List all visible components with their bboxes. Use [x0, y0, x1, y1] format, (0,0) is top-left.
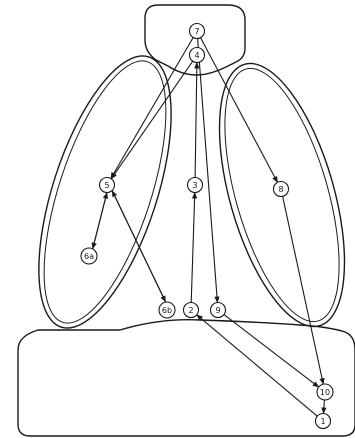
edge-8-to-10	[283, 196, 324, 384]
node-10: 10	[317, 384, 333, 400]
node-2: 2	[184, 303, 199, 318]
node-1: 1	[316, 414, 331, 429]
edge-2-to-3	[191, 193, 195, 303]
node-6b: 6b	[159, 302, 175, 318]
edge-6a-to-5	[93, 193, 107, 249]
node-label: 7	[194, 27, 199, 36]
edge-7-to-8	[201, 38, 278, 183]
node-label: 5	[104, 181, 109, 190]
node-4: 4	[190, 48, 205, 63]
edge-10-to-1	[324, 400, 325, 414]
lower-region-outline	[18, 320, 355, 436]
node-label: 6a	[84, 252, 94, 261]
edge-3-to-4	[195, 63, 197, 178]
node-label: 10	[320, 388, 330, 397]
node-6a: 6a	[81, 248, 97, 264]
node-8: 8	[274, 182, 289, 197]
node-5: 5	[100, 178, 115, 193]
node-label: 1	[320, 417, 325, 426]
node-7: 7	[190, 24, 205, 39]
edges-layer	[93, 38, 325, 417]
node-label: 8	[278, 185, 283, 194]
node-label: 2	[188, 306, 193, 315]
node-9: 9	[211, 303, 226, 318]
edge-4-to-5	[111, 61, 192, 179]
node-label: 3	[192, 181, 197, 190]
node-label: 9	[215, 306, 220, 315]
node-label: 4	[194, 51, 199, 60]
edge-6b-to-5	[112, 191, 165, 302]
edge-1-to-2	[197, 315, 318, 416]
edge-7-to-9	[198, 39, 218, 303]
right-lobe-outline	[195, 50, 355, 340]
nodes-layer: 7 4 5 3 8 6a 6b 2 9 10 1	[81, 24, 333, 429]
node-3: 3	[188, 178, 203, 193]
node-label: 6b	[162, 306, 172, 315]
